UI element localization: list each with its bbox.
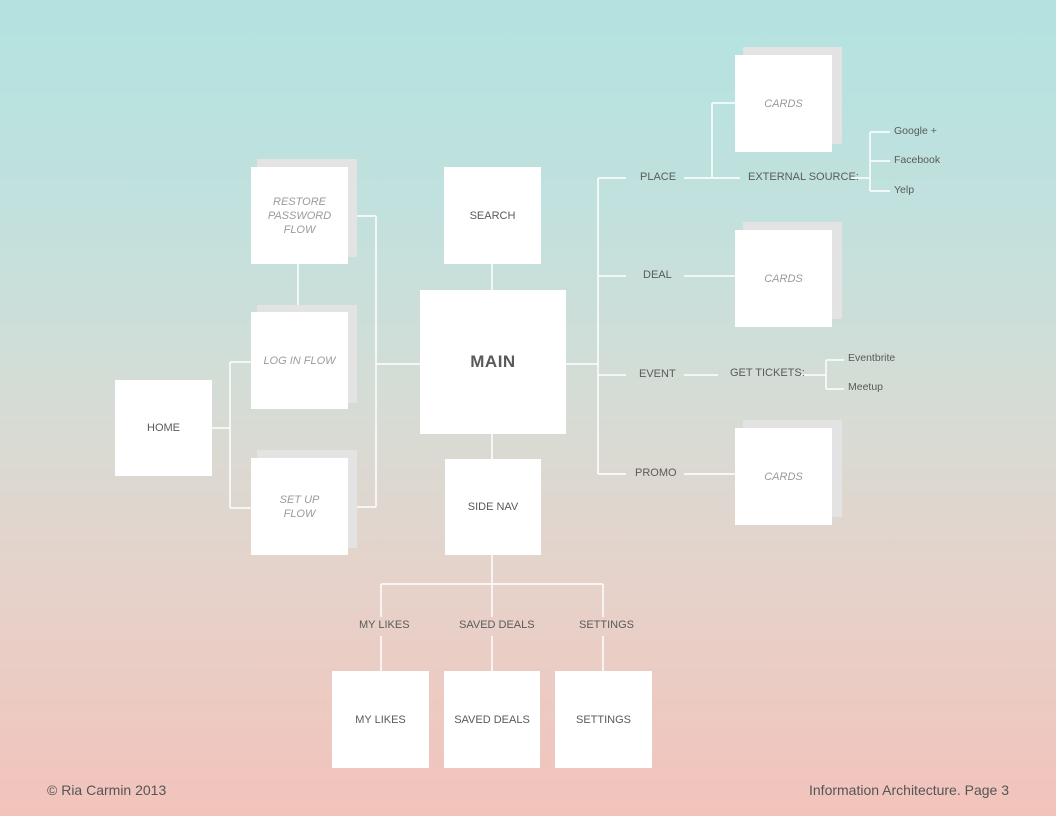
deal-label: DEAL: [643, 269, 672, 281]
event-label: EVENT: [639, 368, 676, 380]
my-likes-label: MY LIKES: [359, 619, 410, 631]
set-up-flow-node[interactable]: SET UP FLOW: [251, 458, 348, 555]
page-label: Information Architecture. Page 3: [809, 782, 1009, 798]
external-source-label: EXTERNAL SOURCE:: [748, 171, 859, 183]
settings-label: SETTINGS: [579, 619, 635, 631]
my-likes-node[interactable]: MY LIKES: [332, 671, 429, 768]
settings-node[interactable]: SETTINGS: [555, 671, 652, 768]
ticket-source-meetup: Meetup: [848, 381, 884, 393]
ticket-source-eventbrite: Eventbrite: [848, 352, 896, 364]
source-facebook: Facebook: [894, 154, 941, 166]
promo-cards-node[interactable]: CARDS: [735, 428, 832, 525]
get-tickets-label: GET TICKETS:: [730, 367, 805, 379]
main-node[interactable]: MAIN: [420, 290, 566, 434]
restore-password-flow-node[interactable]: RESTORE PASSWORD FLOW: [251, 167, 348, 264]
source-yelp: Yelp: [894, 184, 915, 196]
search-node[interactable]: SEARCH: [444, 167, 541, 264]
place-cards-node[interactable]: CARDS: [735, 55, 832, 152]
copyright-text: © Ria Carmin 2013: [47, 782, 167, 798]
source-google-plus: Google +: [894, 125, 937, 137]
saved-deals-label: SAVED DEALS: [459, 619, 535, 631]
home-node[interactable]: HOME: [115, 380, 212, 476]
log-in-flow-node[interactable]: LOG IN FLOW: [251, 312, 348, 409]
promo-label: PROMO: [635, 467, 677, 479]
saved-deals-node[interactable]: SAVED DEALS: [444, 671, 540, 768]
place-label: PLACE: [640, 171, 677, 183]
side-nav-node[interactable]: SIDE NAV: [445, 459, 541, 555]
deal-cards-node[interactable]: CARDS: [735, 230, 832, 327]
